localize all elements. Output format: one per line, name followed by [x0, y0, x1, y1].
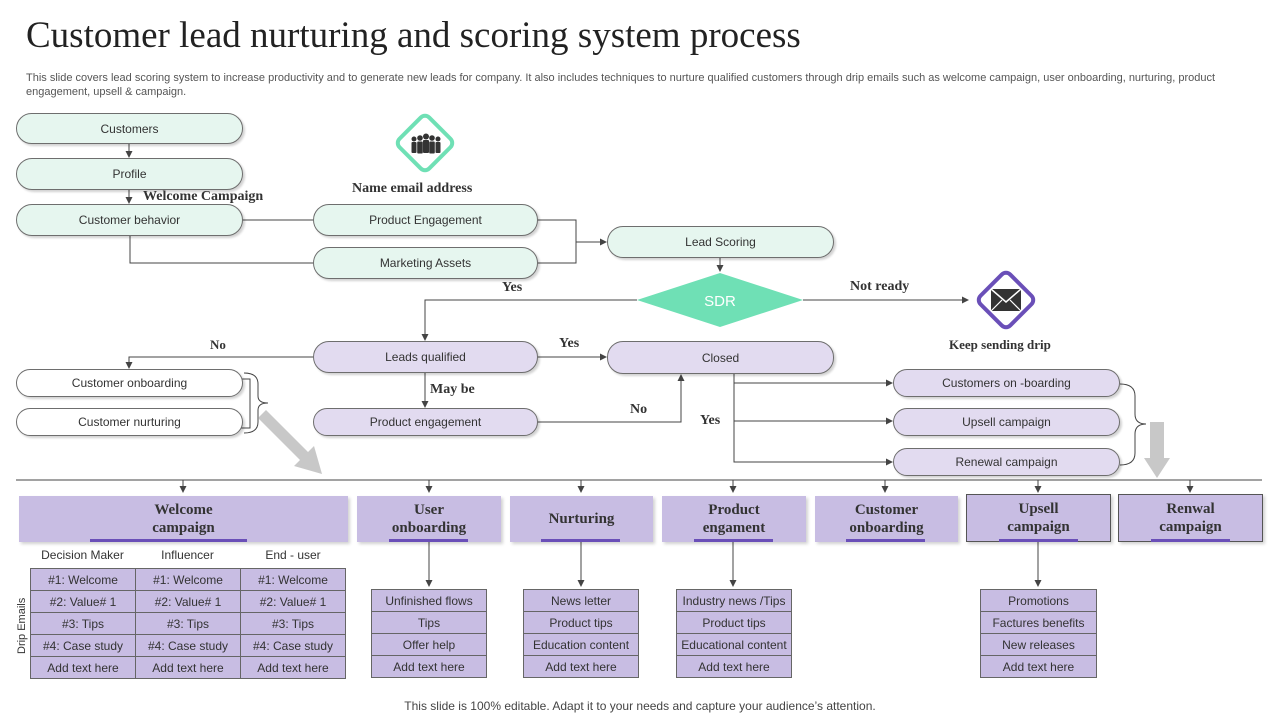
label-not-ready: Not ready: [850, 279, 910, 294]
header-upsell-campaign: Upsell campaign: [966, 494, 1111, 542]
node-profile: Profile: [16, 158, 243, 190]
node-closed: Closed: [607, 341, 834, 374]
header-underline: [694, 539, 773, 542]
label-no-2: No: [630, 402, 648, 417]
header-welcome-campaign: Welcome campaign: [19, 496, 348, 542]
table-cell: #4: Case study: [30, 634, 136, 657]
grey-arrow-right: [1144, 422, 1170, 478]
table-cell: Add text here: [30, 656, 136, 679]
table-cell: #1: Welcome: [30, 568, 136, 591]
table-cell: #4: Case study: [240, 634, 346, 657]
list-item: Add text here: [676, 655, 792, 678]
table-cell: Add text here: [240, 656, 346, 679]
list-item: Educational content: [676, 633, 792, 656]
table-cell: #1: Welcome: [135, 568, 241, 591]
column-header-end-user: End - user: [265, 548, 321, 562]
node-customer-behavior: Customer behavior: [16, 204, 243, 236]
node-customers: Customers: [16, 113, 243, 144]
label-keep-sending: Keep sending drip: [949, 337, 1051, 352]
list-item: Product tips: [676, 611, 792, 634]
sdr-label: SDR: [704, 293, 736, 310]
table-cell: #2: Value# 1: [240, 590, 346, 613]
node-product-engagement: Product Engagement: [313, 204, 538, 236]
table-cell: Add text here: [135, 656, 241, 679]
node-lead-scoring: Lead Scoring: [607, 226, 834, 258]
label-yes-2: Yes: [559, 336, 580, 351]
header-customer-onboarding: Customer onboarding: [815, 496, 958, 542]
node-customer-onboarding: Customer onboarding: [16, 369, 243, 397]
list-item: Product tips: [523, 611, 639, 634]
table-cell: #2: Value# 1: [30, 590, 136, 613]
label-yes-1: Yes: [502, 280, 523, 295]
list-item: News letter: [523, 589, 639, 612]
node-upsell-campaign: Upsell campaign: [893, 408, 1120, 436]
header-underline: [389, 539, 468, 542]
label-name-email: Name email address: [352, 181, 473, 196]
label-yes-3: Yes: [700, 413, 721, 428]
node-customers-onboarding: Customers on -boarding: [893, 369, 1120, 397]
header-underline: [846, 539, 925, 542]
envelope-icon: [976, 270, 1036, 330]
page-title: Customer lead nurturing and scoring syst…: [26, 15, 801, 56]
list-item: Education content: [523, 633, 639, 656]
grey-arrow-left: [258, 410, 322, 474]
header-user-onboarding: User onboarding: [357, 496, 501, 542]
list-item: Unfinished flows: [371, 589, 487, 612]
header-underline: [541, 539, 620, 542]
list-item: Tips: [371, 611, 487, 634]
sdr-diamond: SDR: [637, 273, 803, 327]
list-item: Factures benefits: [980, 611, 1097, 634]
table-cell: #3: Tips: [135, 612, 241, 635]
column-header-decision-maker: Decision Maker: [41, 548, 124, 562]
header-underline: [999, 539, 1078, 542]
header-nurturing: Nurturing: [510, 496, 653, 542]
label-no: No: [210, 337, 226, 352]
header-product-engament: Product engament: [662, 496, 806, 542]
node-renewal-campaign: Renewal campaign: [893, 448, 1120, 476]
header-underline: [1151, 539, 1230, 542]
column-header-influencer: Influencer: [161, 548, 214, 562]
table-cell: #1: Welcome: [240, 568, 346, 591]
table-cell: #3: Tips: [240, 612, 346, 635]
footer-note: This slide is 100% editable. Adapt it to…: [404, 699, 876, 713]
page-subtitle: This slide covers lead scoring system to…: [26, 72, 1216, 98]
table-cell: #3: Tips: [30, 612, 136, 635]
table-cell: #2: Value# 1: [135, 590, 241, 613]
list-item: Add text here: [523, 655, 639, 678]
label-welcome-campaign: Welcome Campaign: [143, 189, 264, 204]
header-underline: [90, 539, 247, 542]
list-item: Add text here: [371, 655, 487, 678]
node-customer-nurturing: Customer nurturing: [16, 408, 243, 436]
drip-emails-label: Drip Emails: [16, 597, 28, 654]
header-renwal-campaign: Renwal campaign: [1118, 494, 1263, 542]
list-item: New releases: [980, 633, 1097, 656]
list-item: Offer help: [371, 633, 487, 656]
people-group-icon: [395, 113, 455, 173]
table-cell: #4: Case study: [135, 634, 241, 657]
node-product-engagement-low: Product engagement: [313, 408, 538, 436]
node-leads-qualified: Leads qualified: [313, 341, 538, 373]
label-may-be: May be: [430, 382, 475, 397]
node-marketing-assets: Marketing Assets: [313, 247, 538, 279]
list-item: Promotions: [980, 589, 1097, 612]
list-item: Industry news /Tips: [676, 589, 792, 612]
list-item: Add text here: [980, 655, 1097, 678]
